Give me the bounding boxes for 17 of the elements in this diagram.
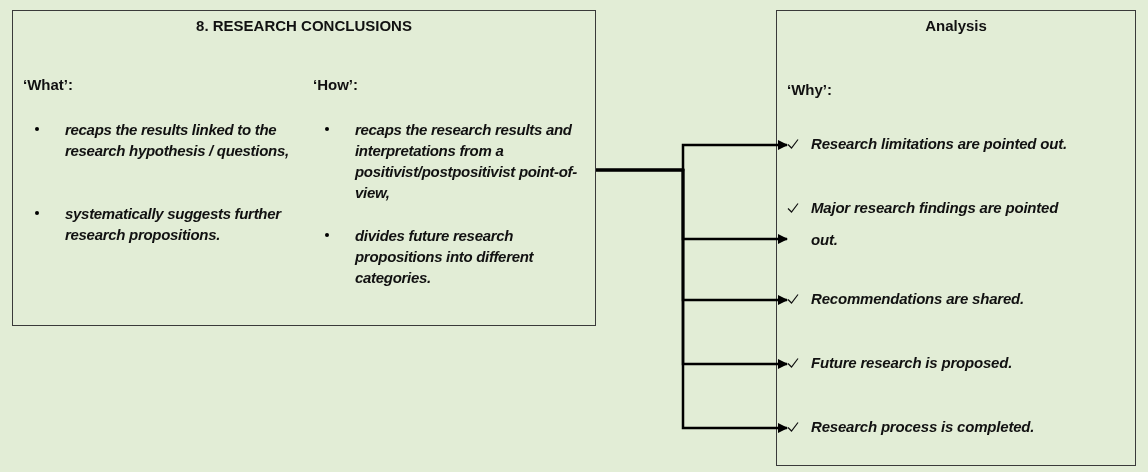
check-item-text: Major research findings are pointed out. [811, 198, 1060, 250]
bullet-text: recaps the results linked to the research hypothesis / questions, [65, 119, 290, 161]
bullet-text: systematically suggests further research propositions. [65, 203, 283, 245]
bullet-text: divides future research propositions into different categories. [355, 225, 535, 288]
content-box [776, 10, 1136, 466]
connector-arrow [596, 168, 788, 433]
box-heading: Analysis [924, 16, 988, 36]
column-heading: ‘Why’: [787, 80, 832, 100]
bullet-text: recaps the research results and interpretations from a positivist/postpositivist point-of-view, [355, 119, 578, 203]
column-heading: ‘What’: [23, 75, 74, 95]
column-heading: ‘How’: [313, 75, 359, 95]
check-item-text: Future research is proposed. [811, 353, 1014, 373]
check-item-text: Research process is completed. [811, 417, 1036, 437]
check-item-text: Recommendations are shared. [811, 289, 1025, 309]
box-heading: 8. RESEARCH CONCLUSIONS [195, 16, 413, 36]
check-item-text: Research limitations are pointed out. [811, 134, 1068, 154]
content-box [12, 10, 596, 326]
